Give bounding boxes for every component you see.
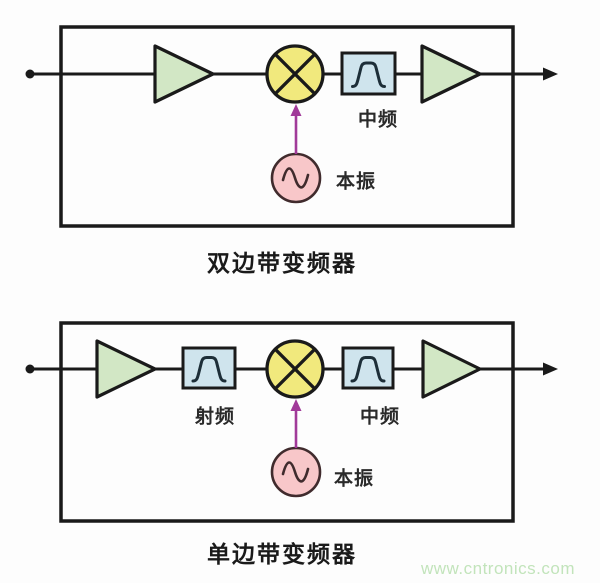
dsb-converter-diagram	[25, 25, 558, 228]
ssb-mixer-icon	[265, 339, 325, 399]
ssb-diagram-title: 单边带变频器	[207, 541, 357, 567]
ssb-rf-filter-icon	[181, 346, 237, 390]
dsb-local-oscillator-label: 本振	[335, 171, 377, 193]
dsb-if-filter-label: 中频	[357, 109, 399, 131]
ssb-enclosure-box	[59, 321, 515, 523]
ssb-converter-diagram	[25, 321, 558, 523]
dsb-diagram-title: 双边带变频器	[207, 250, 357, 276]
ssb-lo-arrow-icon	[290, 399, 302, 411]
ssb-local-oscillator-icon	[270, 446, 322, 498]
ssb-amplifier-icon-1	[95, 339, 157, 399]
dsb-lo-arrow-icon	[290, 104, 302, 116]
dsb-if-filter-icon	[340, 51, 397, 96]
dsb-local-oscillator-icon	[270, 152, 322, 204]
ssb-amplifier-icon-2	[421, 339, 482, 399]
ssb-rf-filter-label: 射频	[194, 406, 236, 428]
dsb-amplifier-icon-2	[420, 44, 482, 104]
dsb-output-arrow-icon	[543, 67, 558, 81]
ssb-output-arrow-icon	[543, 362, 558, 376]
dsb-enclosure-box	[59, 25, 515, 228]
dsb-amplifier-icon-1	[153, 44, 215, 104]
dsb-mixer-icon	[265, 44, 325, 104]
ssb-if-filter-icon	[341, 346, 395, 390]
ssb-if-filter-label: 中频	[359, 406, 401, 428]
watermark: www.cntronics.com	[421, 559, 575, 578]
ssb-local-oscillator-label: 本振	[333, 468, 375, 490]
